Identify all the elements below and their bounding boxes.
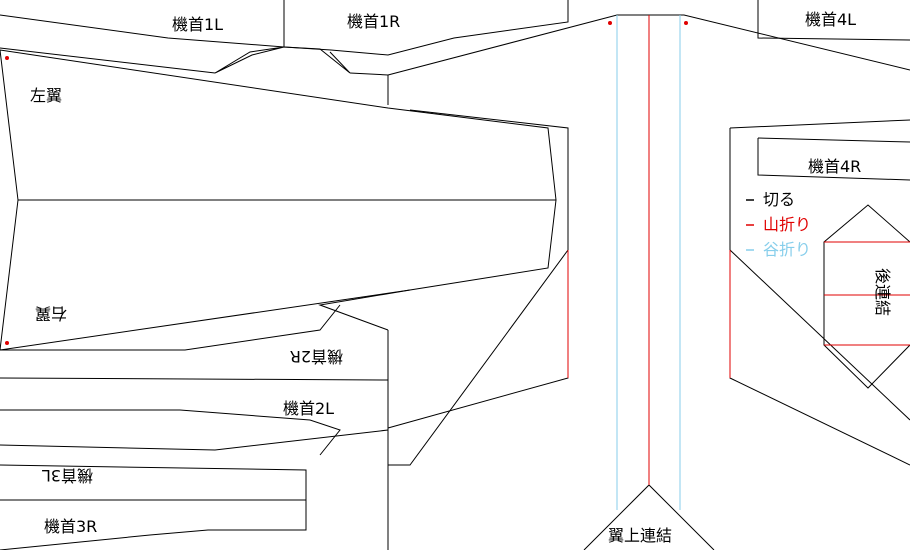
label-nose-1r: 機首1R [347, 12, 400, 31]
legend-mountain-label: 山折り [763, 215, 811, 234]
label-nose-3l: 機首3L [42, 466, 93, 485]
nose-2-strip [0, 304, 389, 456]
wing-piece [0, 49, 557, 351]
valley-folds [616, 15, 681, 510]
label-nose-4r: 機首4R [808, 157, 861, 176]
rear-joint-mountain-folds [824, 241, 910, 346]
label-wing-joint: 翼上連結 [608, 526, 672, 545]
label-nose-2r: 機首2R [290, 347, 343, 366]
legend-cut-label: 切る [763, 190, 795, 209]
nose-4-pieces [757, 0, 910, 181]
legend: 切る 山折り 谷折り [746, 190, 811, 259]
alignment-dot [684, 21, 688, 25]
label-nose-4l: 機首4L [805, 10, 856, 29]
alignment-dot [608, 21, 612, 25]
nose-1-strip [0, 0, 569, 76]
label-left-wing: 左翼 [30, 86, 62, 105]
alignment-dot [5, 341, 9, 345]
label-nose-1l: 機首1L [172, 15, 223, 34]
label-rear-joint: 後連結 [873, 268, 892, 316]
label-right-wing: 右翼 [35, 304, 67, 323]
legend-valley-label: 谷折り [763, 240, 811, 259]
body-column [318, 14, 910, 550]
rear-joint-piece [823, 204, 910, 389]
label-nose-3r: 機首3R [44, 517, 97, 536]
label-nose-2l: 機首2L [283, 399, 334, 418]
nose-3-strip [0, 464, 307, 550]
mountain-folds [567, 15, 731, 485]
alignment-dots [5, 21, 688, 345]
alignment-dot [5, 56, 9, 60]
